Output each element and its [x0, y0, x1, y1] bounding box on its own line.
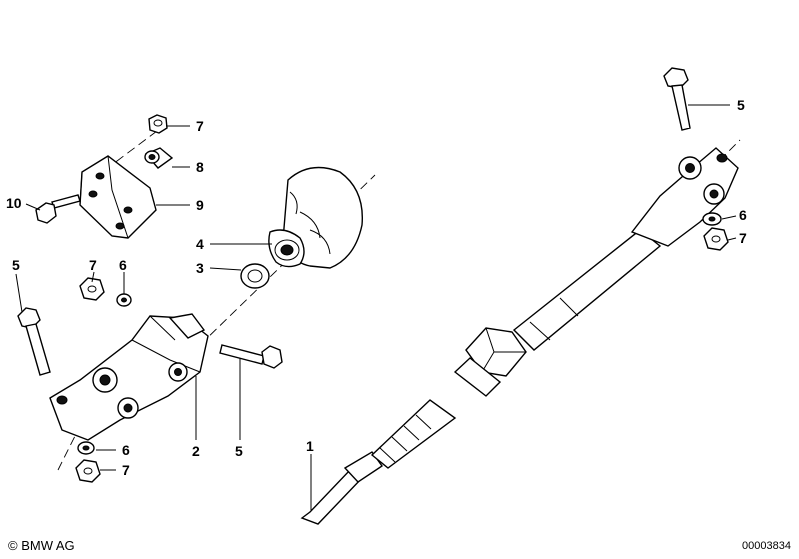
callout-labels: 7 8 9 10 4 3 5 7 6 6 7 2 5 1 5 6 7 [6, 97, 747, 478]
callout-5: 5 [737, 97, 745, 113]
steering-shaft-assembly [300, 67, 741, 525]
callout-1: 1 [306, 438, 314, 454]
bolt-icon [219, 344, 283, 369]
callout-7: 7 [89, 257, 97, 273]
callout-6: 6 [119, 257, 127, 273]
callout-2: 2 [192, 443, 200, 459]
sleeve-icon [144, 147, 174, 169]
lower-joint-assembly [17, 277, 283, 483]
callout-6: 6 [739, 207, 747, 223]
universal-joint-icon [49, 313, 209, 441]
callout-7: 7 [739, 230, 747, 246]
callout-8: 8 [196, 159, 204, 175]
bolt-icon [35, 194, 81, 224]
hex-nut-icon [148, 114, 168, 134]
callout-7: 7 [122, 462, 130, 478]
hex-nut-icon [703, 227, 729, 251]
steering-shaft-icon [300, 147, 739, 525]
hex-nut-icon [75, 459, 101, 483]
image-number-label: 00003834 [742, 540, 791, 552]
washer-icon [116, 293, 132, 307]
washer-icon [702, 212, 722, 226]
washer-icon [77, 441, 95, 455]
ring-icon [240, 263, 270, 289]
callout-4: 4 [196, 236, 204, 252]
clamp-plate-icon [79, 155, 157, 239]
callout-10: 10 [6, 195, 22, 211]
callout-6: 6 [122, 442, 130, 458]
callout-7: 7 [196, 118, 204, 134]
callout-9: 9 [196, 197, 204, 213]
callout-5: 5 [12, 257, 20, 273]
callout-3: 3 [196, 260, 204, 276]
hex-nut-icon [79, 277, 105, 301]
clamp-assembly [35, 114, 174, 239]
callout-5: 5 [235, 443, 243, 459]
rubber-boot-icon [268, 166, 364, 269]
leader-lines [15, 104, 737, 510]
copyright-label: © BMW AG [8, 538, 75, 553]
bolt-icon [663, 67, 691, 131]
bolt-icon [17, 307, 51, 376]
rubber-boot-assembly [199, 166, 376, 346]
